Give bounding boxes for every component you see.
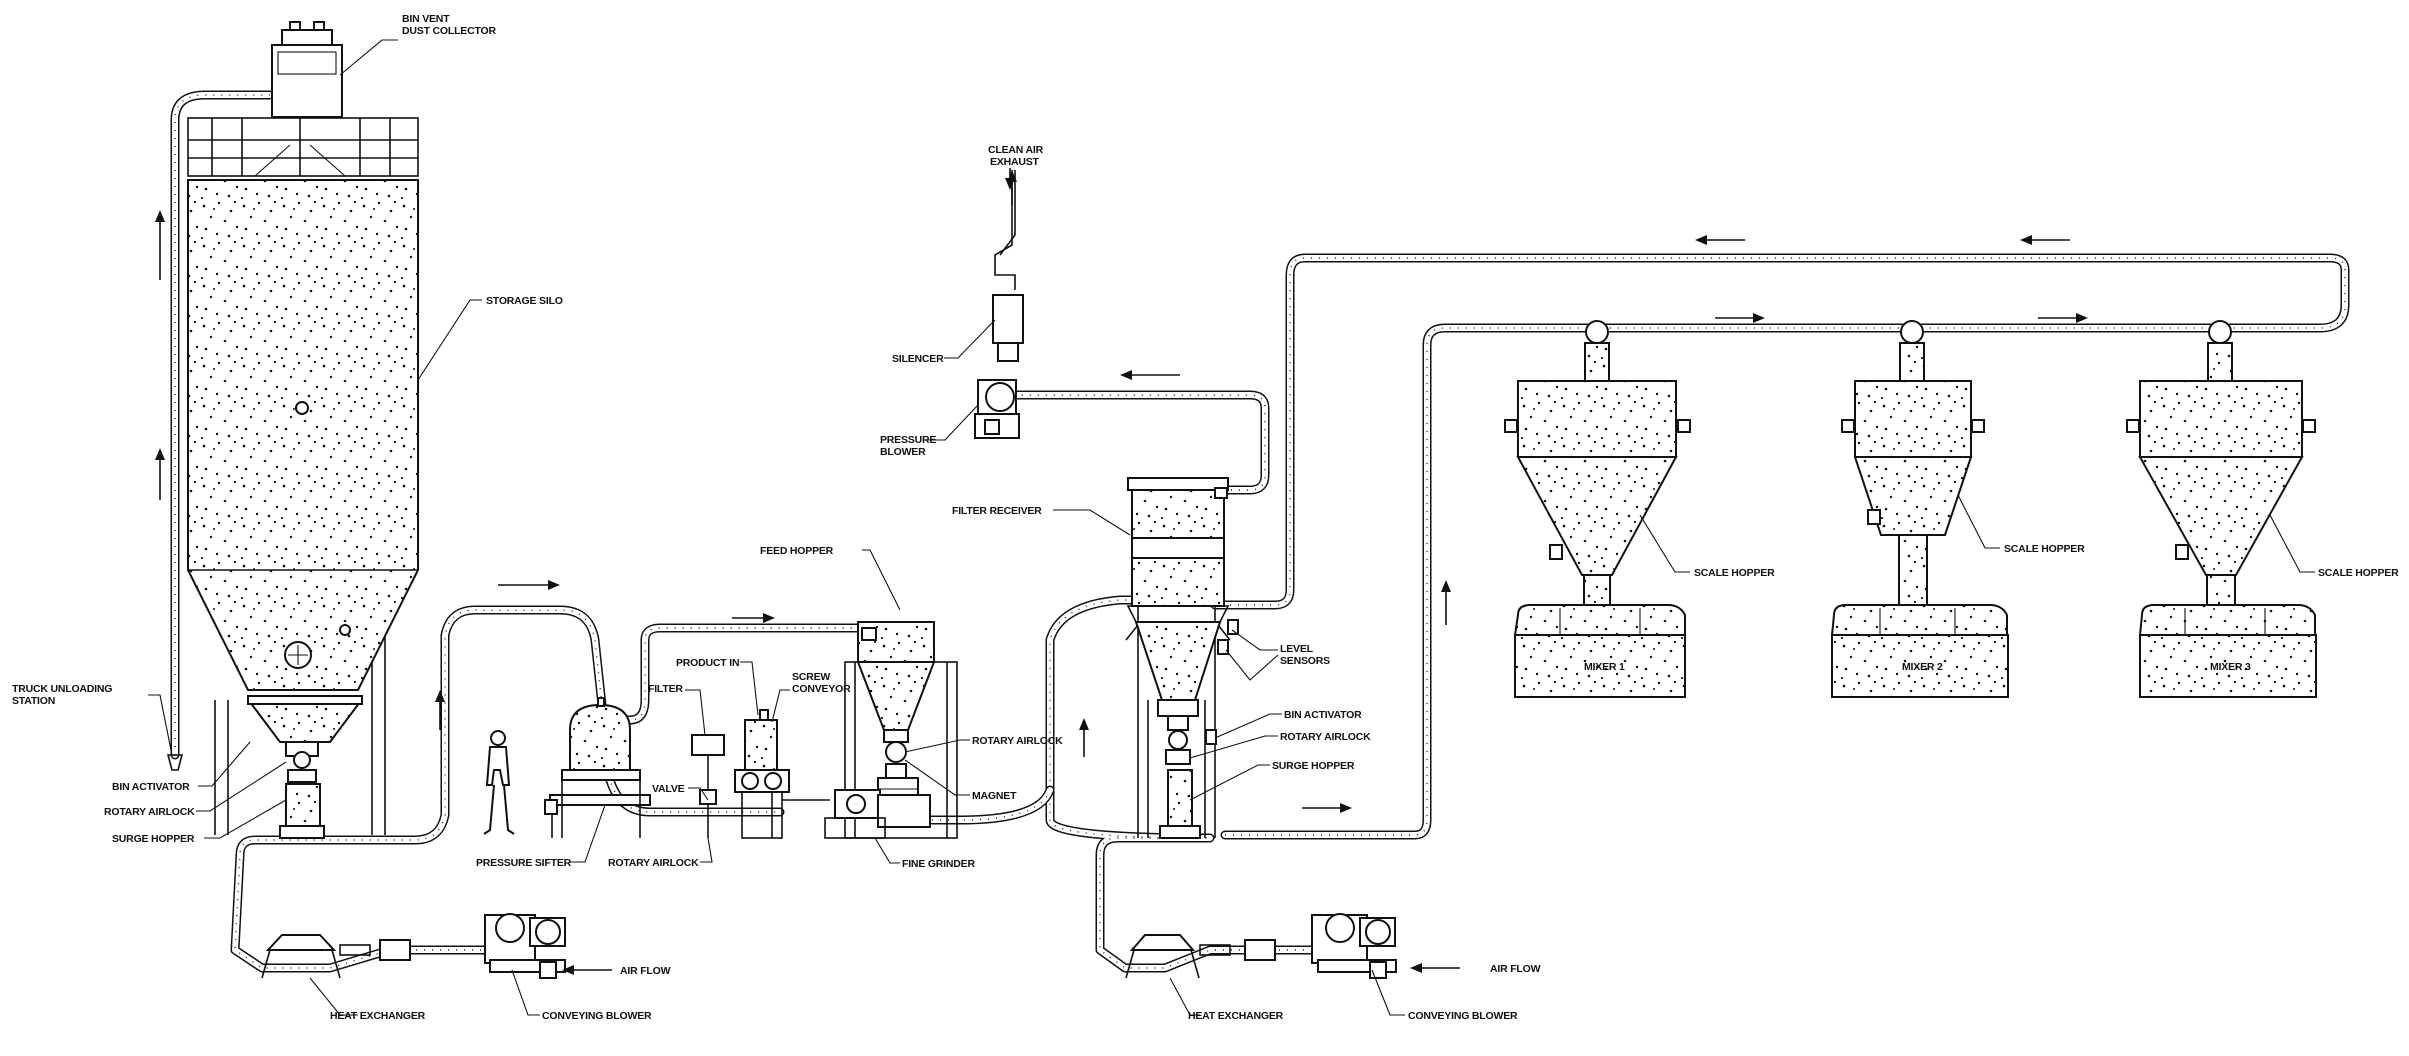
- arrow-icon: [1007, 170, 1017, 205]
- bin-vent-dust-collector: [271, 21, 343, 118]
- label-rotary-airlock-2: ROTARY AIRLOCK: [608, 857, 699, 869]
- arrow-icon: [1695, 235, 1745, 245]
- arrow-icon: [562, 965, 612, 975]
- exhaust-assembly: [974, 170, 1024, 439]
- mixer-2: [1830, 604, 2009, 698]
- arrow-icon: [1441, 580, 1451, 625]
- blower-set-2: [1125, 913, 1397, 979]
- arrow-icon: [435, 690, 445, 730]
- label-mixer-1: MIXER 1: [1584, 661, 1625, 673]
- conveying-pipes: [170, 90, 2350, 973]
- label-rotary-airlock-3: ROTARY AIRLOCK: [972, 735, 1063, 747]
- arrow-icon: [732, 613, 775, 623]
- mixer-1: [1513, 604, 1686, 698]
- leader-lines: [148, 39, 2315, 1016]
- label-rotary-airlock-4: ROTARY AIRLOCK: [1280, 731, 1371, 743]
- label-fine-grinder: FINE GRINDER: [902, 858, 975, 870]
- label-silencer: SILENCER: [892, 353, 944, 365]
- label-bin-activator-2: BIN ACTIVATOR: [1284, 709, 1362, 721]
- pressure-sifter: [544, 697, 651, 838]
- arrow-icon: [2020, 235, 2070, 245]
- label-air-flow-2: AIR FLOW: [1490, 963, 1541, 975]
- label-scale-hopper-3: SCALE HOPPER: [2318, 567, 2399, 579]
- scale-hopper-3: [2126, 320, 2316, 606]
- label-bin-activator-1: BIN ACTIVATOR: [112, 781, 190, 793]
- exhaust-pipe: [1005, 390, 1270, 495]
- label-filter-receiver: FILTER RECEIVER: [952, 505, 1042, 517]
- label-filter: FILTER: [648, 683, 683, 695]
- mixer-3: [2138, 604, 2317, 698]
- filter-receiver-assembly: [1125, 477, 1239, 839]
- label-pressure-sifter: PRESSURE SIFTER: [476, 857, 572, 869]
- label-scale-hopper-2: SCALE HOPPER: [2004, 543, 2085, 555]
- label-surge-hopper-1: SURGE HOPPER: [112, 833, 195, 845]
- arrow-icon: [498, 580, 560, 590]
- label-scale-hopper-1: SCALE HOPPER: [1694, 567, 1775, 579]
- operator-figure: [483, 730, 515, 835]
- arrow-icon: [155, 448, 165, 500]
- arrow-icon: [1410, 963, 1460, 973]
- label-mixer-2: MIXER 2: [1902, 661, 1943, 673]
- label-feed-hopper: FEED HOPPER: [760, 545, 834, 557]
- arrow-icon: [1079, 718, 1089, 757]
- label-surge-hopper-2: SURGE HOPPER: [1272, 760, 1355, 772]
- label-rotary-airlock-1: ROTARY AIRLOCK: [104, 806, 195, 818]
- label-air-flow-1: AIR FLOW: [620, 965, 671, 977]
- pipe-line-3: [1210, 253, 2350, 840]
- label-conveying-blower-1: CONVEYING BLOWER: [542, 1010, 652, 1022]
- pipe-line-2: [895, 595, 1325, 973]
- arrow-icon: [155, 210, 165, 280]
- scale-hopper-1: [1504, 320, 1691, 606]
- arrow-icon: [1715, 313, 1765, 323]
- label-mixer-3: MIXER 3: [2210, 661, 2251, 673]
- feed-hopper-assembly: [824, 621, 958, 839]
- label-heat-exchanger-1: HEAT EXCHANGER: [330, 1010, 426, 1022]
- label-conveying-blower-2: CONVEYING BLOWER: [1408, 1010, 1518, 1022]
- flow-arrows: [155, 168, 2088, 975]
- blower-set-1: [261, 913, 566, 979]
- label-valve: VALVE: [652, 783, 685, 795]
- label-magnet: MAGNET: [972, 790, 1017, 802]
- arrow-icon: [1302, 803, 1352, 813]
- arrow-icon: [1120, 370, 1180, 380]
- product-intake-assembly: [691, 709, 830, 839]
- label-product-in: PRODUCT IN: [676, 657, 739, 669]
- scale-hopper-2: [1841, 320, 1985, 606]
- arrow-icon: [2038, 313, 2088, 323]
- label-storage-silo: STORAGE SILO: [486, 295, 563, 307]
- storage-silo: [166, 21, 419, 839]
- label-heat-exchanger-2: HEAT EXCHANGER: [1188, 1010, 1284, 1022]
